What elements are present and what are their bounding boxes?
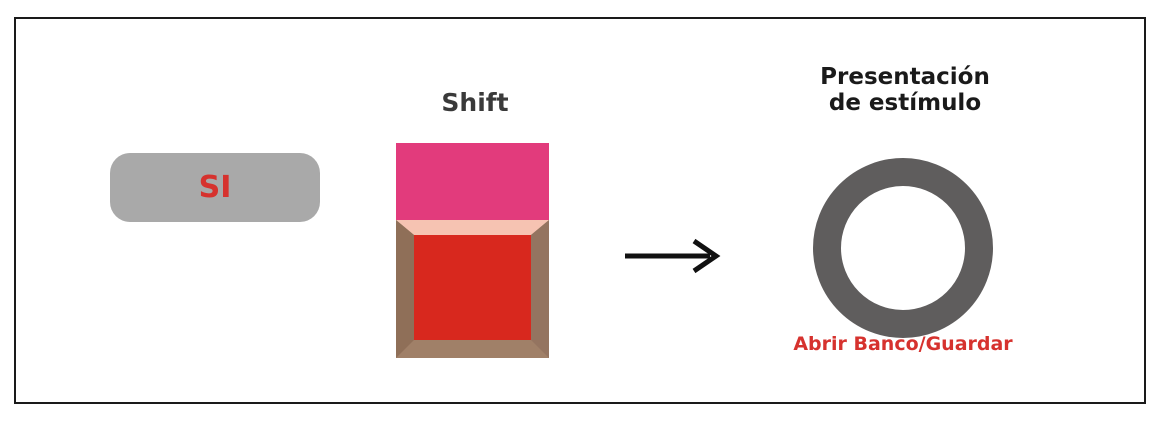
shift-key-top — [396, 143, 549, 220]
shift-title: Shift — [441, 88, 509, 117]
stimulus-title-line1: Presentación — [820, 64, 990, 90]
shift-key-icon — [396, 143, 549, 358]
shift-key[interactable] — [396, 143, 549, 358]
shift-key-right-bevel — [531, 220, 549, 358]
stimulus-ring-icon — [812, 157, 994, 339]
si-button[interactable]: SI — [110, 153, 320, 222]
shift-key-left-bevel — [396, 220, 414, 358]
stimulus-title: Presentación de estímulo — [780, 64, 1030, 116]
shift-key-face — [414, 235, 531, 340]
si-button-label: SI — [198, 170, 232, 205]
right-arrow-icon — [622, 236, 722, 276]
shift-key-highlight — [396, 220, 549, 235]
stimulus-title-line2: de estímulo — [828, 90, 982, 116]
action-label: Abrir Banco/Guardar — [793, 333, 1013, 355]
